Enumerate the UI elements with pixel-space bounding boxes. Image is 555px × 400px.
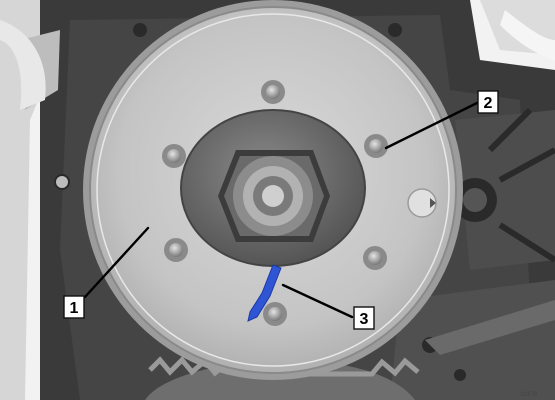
leader-line-3 <box>281 283 354 319</box>
bolt-lower-left <box>164 238 188 262</box>
timing-pin <box>407 188 437 218</box>
figure-id: 10178 <box>520 392 537 398</box>
leader-line-1 <box>83 226 150 299</box>
woodruff-key-highlight <box>247 264 282 322</box>
bolt-bottom <box>263 302 287 326</box>
bolt-upper-right <box>364 134 388 158</box>
callout-1-label: 1 <box>70 300 79 317</box>
callout-2-label: 2 <box>484 95 493 112</box>
callout-1: 1 <box>63 295 85 319</box>
callout-2: 2 <box>477 90 499 114</box>
leader-line-2 <box>384 101 479 150</box>
bolt-upper-left <box>162 144 186 168</box>
callout-3-label: 3 <box>360 311 369 328</box>
center-nut <box>218 150 330 242</box>
bolt-top <box>261 80 285 104</box>
bolt-lower-right <box>363 246 387 270</box>
callout-3: 3 <box>353 306 375 330</box>
